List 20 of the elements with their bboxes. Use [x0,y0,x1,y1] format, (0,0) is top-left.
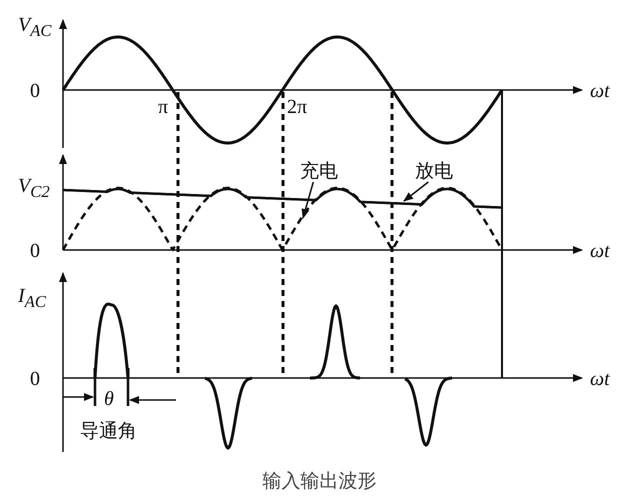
axis-label: I$_{AC}$ [18,285,46,313]
annotation-text: 充电 [300,160,338,182]
annotation-text: 放电 [415,160,453,182]
capacitor-voltage-curve [62,188,502,209]
leader-arrow [403,181,429,202]
axis-label: V$_{AC}$ [18,14,52,42]
angle-label: 导通角 [80,420,137,442]
caption: 输入输出波形 [262,470,378,492]
angle-symbol: θ [104,388,114,410]
tick-label: π [158,96,168,118]
axis-label: ωt [590,368,610,390]
tick-label: 2π [287,96,308,118]
axis-label: V$_{C2}$ [18,175,50,203]
rectified-waveform [62,186,504,251]
leader-arrow [302,182,314,219]
axis-value: 0 [30,80,40,102]
axis-value: 0 [30,368,40,390]
axis-label: ωt [590,240,610,262]
axis-label: ωt [590,80,610,102]
axis-value: 0 [30,240,40,262]
